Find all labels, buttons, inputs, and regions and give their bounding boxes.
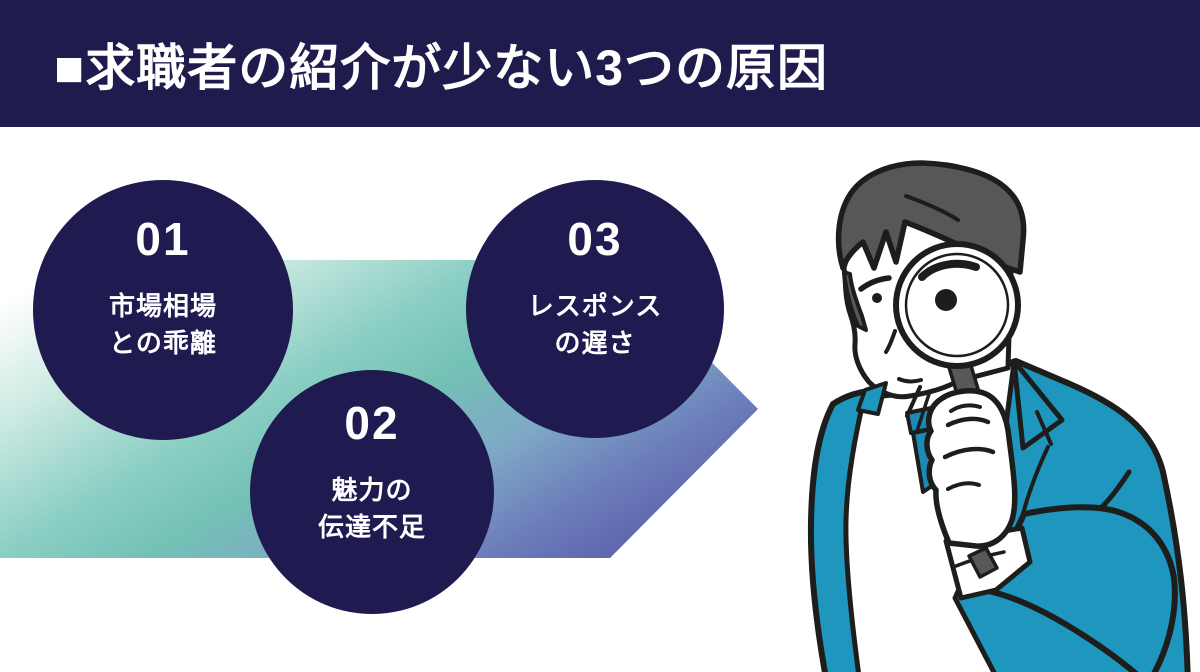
shirt-collar-line2 bbox=[915, 389, 932, 433]
magnified-eyebrow bbox=[918, 259, 980, 281]
cause-circle-02: 02 魅力の 伝達不足 bbox=[250, 370, 494, 614]
cause-label-line1: 市場相場 bbox=[108, 291, 217, 321]
fist-crease-1 bbox=[945, 416, 991, 428]
magnifier-handle-tip bbox=[967, 546, 999, 579]
cause-number: 01 bbox=[135, 213, 191, 265]
cause-label-line2: との乖離 bbox=[109, 328, 217, 358]
nose-line bbox=[884, 329, 897, 354]
cause-label-line2: 伝達不足 bbox=[317, 512, 426, 542]
fist-crease-3 bbox=[946, 481, 981, 491]
cause-label-line1: レスポンス bbox=[527, 291, 663, 321]
hair-sideburn bbox=[842, 270, 868, 332]
cause-circle-03: 03 レスポンス の遅さ bbox=[466, 180, 724, 438]
mouth-line bbox=[897, 377, 923, 384]
magnified-eye bbox=[935, 289, 957, 311]
page-title: ■求職者の紹介が少ない3つの原因 bbox=[54, 39, 829, 96]
hair-strand bbox=[904, 194, 960, 222]
header-bar: ■求職者の紹介が少ない3つの原因 bbox=[0, 0, 1200, 127]
cause-label-line1: 魅力の bbox=[331, 475, 413, 505]
jacket-collar-right bbox=[1011, 358, 1065, 451]
cause-number: 02 bbox=[344, 397, 400, 449]
cause-circle-01: 01 市場相場 との乖離 bbox=[33, 180, 293, 440]
jacket-collar-left bbox=[856, 381, 888, 416]
left-eye bbox=[872, 293, 882, 303]
left-eyebrow bbox=[858, 275, 892, 292]
magnifier-lens-inner bbox=[904, 252, 1010, 358]
man-with-magnifying-glass-illustration bbox=[807, 160, 1191, 672]
cause-number: 03 bbox=[567, 213, 623, 265]
lapel-notch-line bbox=[1035, 410, 1053, 446]
shirt-collar-line1 bbox=[905, 385, 922, 418]
cause-label-line2: の遅さ bbox=[554, 328, 636, 358]
fist bbox=[924, 388, 1018, 549]
fist-crease-2 bbox=[942, 446, 996, 460]
sleeve-forearm bbox=[985, 504, 1178, 672]
fist-finger-line bbox=[949, 403, 982, 413]
